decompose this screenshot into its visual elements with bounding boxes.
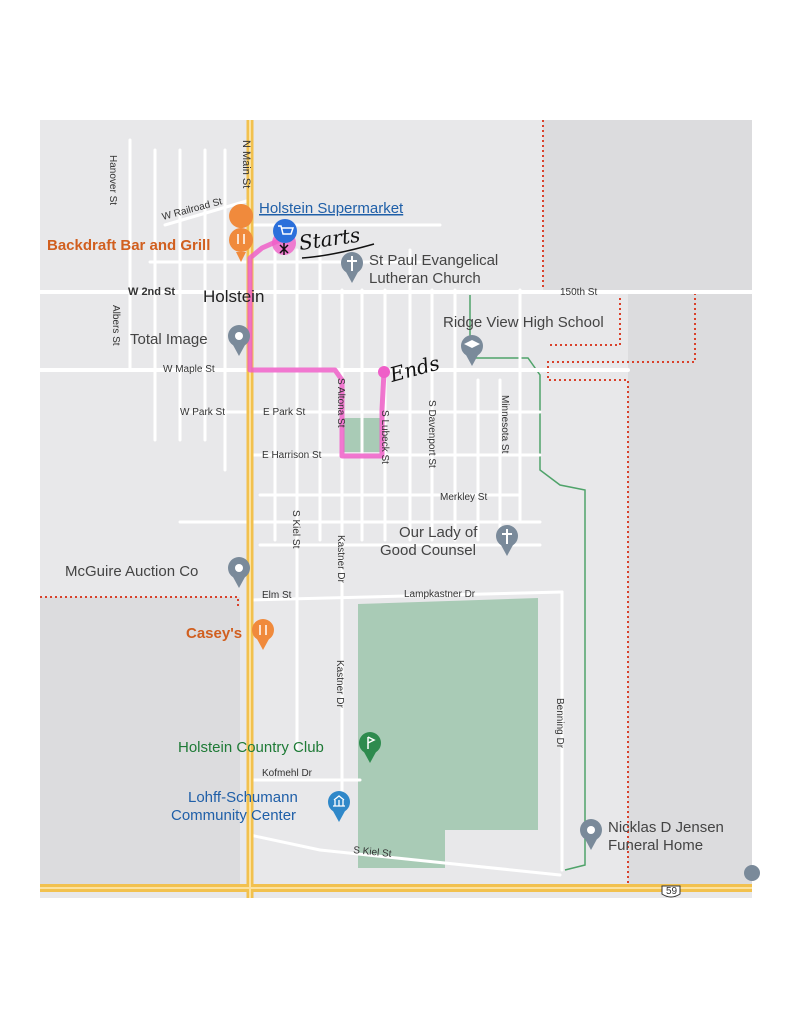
highways (40, 120, 752, 898)
street-label-150th: 150th St (560, 287, 597, 298)
place-label-community-line2[interactable]: Community Center (171, 807, 296, 824)
rural-area-west (40, 597, 240, 885)
cross-icon[interactable] (496, 525, 518, 556)
golf-icon[interactable] (359, 732, 381, 763)
graduation-cap-icon[interactable] (461, 335, 483, 366)
street-label-n-main: N Main St (240, 140, 252, 188)
street-label-s-lubeck: S Lubeck St (379, 410, 390, 464)
street-label-w-park: W Park St (180, 407, 225, 418)
street-label-w-maple: W Maple St (163, 364, 215, 375)
street-label-minnesota: Minnesota St (499, 395, 510, 454)
handwritten-start-annotation: Starts (279, 223, 375, 259)
street-label-lampkastner: Lampkastner Dr (404, 589, 476, 600)
pin-icon[interactable] (228, 557, 250, 588)
street-label-merkley: Merkley St (440, 492, 487, 503)
street-label-e-harrison: E Harrison St (262, 450, 322, 461)
route-end-marker (378, 366, 390, 378)
place-label-lady-line1[interactable]: Our Lady of (399, 524, 478, 541)
street-label-benning: Benning Dr (554, 698, 565, 749)
place-label-bar[interactable]: Backdraft Bar and Grill (47, 237, 210, 254)
city-boundary (40, 120, 696, 885)
street-label-elm: Elm St (262, 590, 292, 601)
walking-trail (469, 295, 586, 871)
highway-shield: 59 (661, 885, 681, 898)
cart-icon[interactable] (273, 219, 297, 243)
restaurant-icon[interactable] (252, 619, 274, 650)
svg-text:59: 59 (666, 886, 678, 897)
place-label-country-club[interactable]: Holstein Country Club (178, 739, 324, 756)
pin-icon[interactable] (580, 819, 602, 850)
street-label-s-kiel: S Kiel St (290, 510, 301, 549)
place-label-community-line1[interactable]: Lohff-Schumann (188, 789, 298, 806)
route-path (247, 237, 387, 459)
street-label-kastner-lower: Kastner Dr (334, 660, 345, 708)
pin-icon (744, 865, 760, 881)
street-label-w-2nd: W 2nd St (128, 286, 175, 298)
place-label-church-line1[interactable]: St Paul Evangelical (369, 252, 498, 269)
place-label-funeral-line2[interactable]: Funeral Home (608, 837, 703, 854)
street-label-kofmehl: Kofmehl Dr (262, 768, 313, 779)
place-label-mcguire[interactable]: McGuire Auction Co (65, 563, 198, 580)
street-grid (38, 138, 754, 877)
street-label-hanover: Hanover St (107, 155, 118, 205)
place-label-total-image[interactable]: Total Image (130, 331, 208, 348)
town-label: Holstein (203, 287, 264, 306)
place-label-church-line2[interactable]: Lutheran Church (369, 270, 481, 287)
street-label-e-park: E Park St (263, 407, 305, 418)
pin-icon[interactable] (228, 325, 250, 356)
rural-area-east (628, 120, 752, 886)
street-label-s-altona: S Altona St (335, 378, 346, 428)
place-label-supermarket[interactable]: Holstein Supermarket (259, 200, 404, 217)
building-icon[interactable] (328, 791, 350, 822)
restaurant-icon[interactable] (229, 204, 254, 262)
street-label-s-kiel-bottom: S Kiel St (353, 845, 393, 860)
place-label-lady-line2[interactable]: Good Counsel (380, 542, 476, 559)
rural-area-northeast (543, 120, 633, 292)
cross-icon[interactable] (341, 252, 363, 283)
place-label-high-school[interactable]: Ridge View High School (443, 314, 604, 331)
country-club-grounds (358, 598, 538, 868)
place-label-funeral-line1[interactable]: Nicklas D Jensen (608, 819, 724, 836)
street-label-albers: Albers St (110, 305, 121, 346)
place-label-caseys[interactable]: Casey's (186, 625, 242, 642)
street-label-s-davenport: S Davenport St (426, 400, 437, 468)
street-label-kastner-upper: Kastner Dr (335, 535, 346, 583)
